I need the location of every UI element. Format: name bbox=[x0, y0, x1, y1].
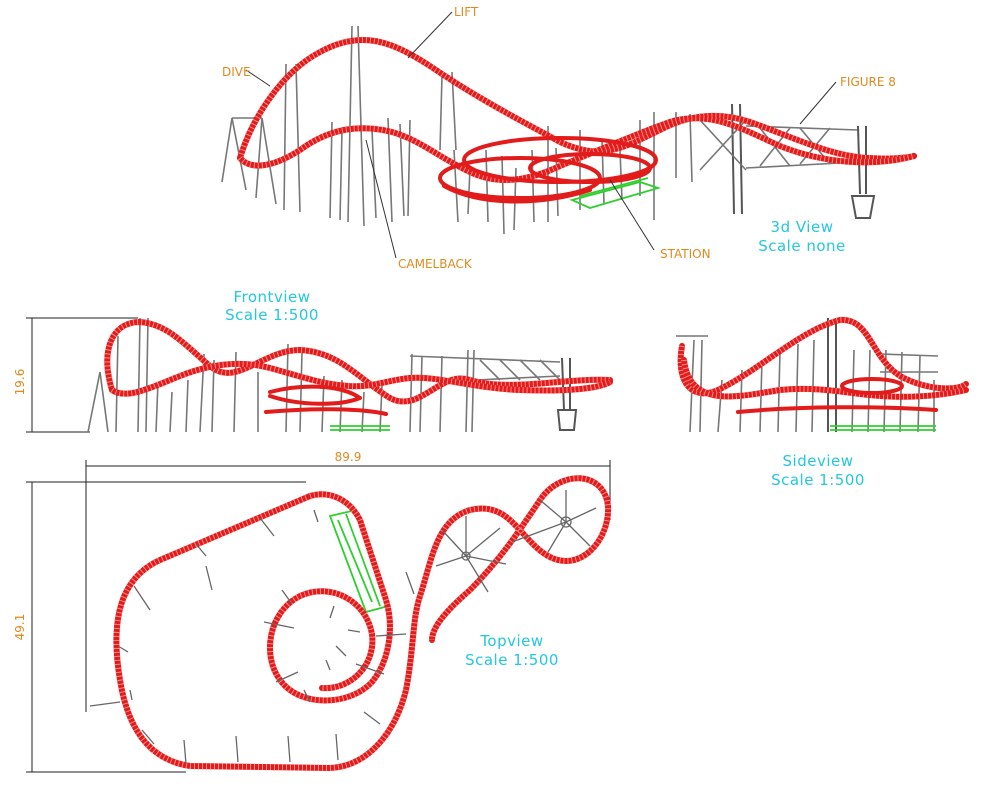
view-top: 89.9 49.1 bbox=[13, 450, 612, 773]
lift-label: LIFT bbox=[454, 5, 479, 19]
view-front: Frontview Scale 1:500 19.6 bbox=[13, 288, 613, 433]
supports-front bbox=[87, 317, 578, 433]
top-view-scale: Scale 1:500 bbox=[465, 651, 559, 669]
station-label: STATION bbox=[660, 247, 711, 261]
track-3d bbox=[237, 37, 917, 204]
width-value: 49.1 bbox=[13, 614, 27, 641]
track-front bbox=[104, 318, 613, 416]
view-3d-scale: Scale none bbox=[758, 237, 846, 255]
track-top bbox=[113, 475, 612, 772]
height-value: 19.6 bbox=[13, 369, 27, 396]
front-view-scale: Scale 1:500 bbox=[225, 306, 319, 324]
front-height-dimension: 19.6 bbox=[13, 317, 138, 433]
front-view-title: Frontview bbox=[234, 288, 311, 306]
length-value: 89.9 bbox=[335, 450, 362, 464]
callouts-3d bbox=[245, 11, 837, 259]
top-dimensions: 89.9 49.1 bbox=[13, 450, 611, 773]
figure8-label: FIGURE 8 bbox=[840, 75, 896, 89]
top-view-title: Topview bbox=[479, 632, 543, 650]
side-view-scale: Scale 1:500 bbox=[771, 471, 865, 489]
track-side bbox=[677, 316, 969, 414]
camelback-label: CAMELBACK bbox=[398, 257, 473, 271]
top-supports bbox=[89, 490, 597, 765]
view-side: Sideview Scale 1:500 bbox=[676, 316, 969, 489]
side-view-title: Sideview bbox=[783, 452, 854, 470]
view-3d-title: 3d View bbox=[771, 218, 834, 236]
station-front bbox=[330, 425, 390, 431]
dive-label: DIVE bbox=[222, 65, 251, 79]
station-side bbox=[830, 425, 936, 431]
view-3d: LIFT DIVE FIGURE 8 CAMELBACK STATION 3d … bbox=[221, 5, 917, 271]
